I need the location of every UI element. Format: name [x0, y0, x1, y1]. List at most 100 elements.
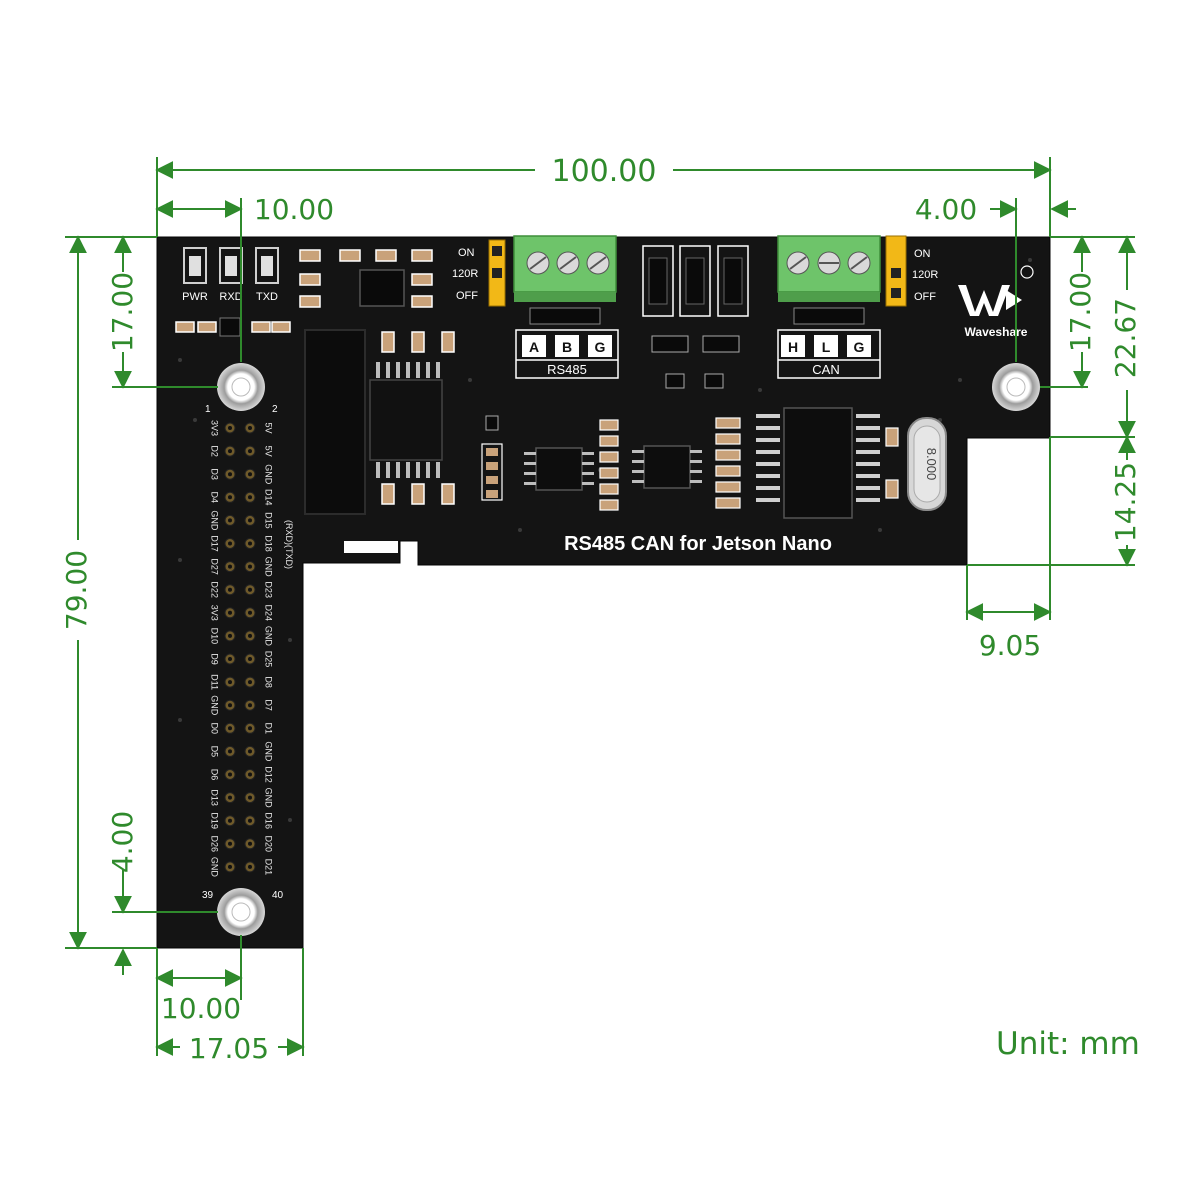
uart-note: (RXD)(TXD) — [284, 520, 294, 569]
header-pin-label-left: GND — [210, 857, 220, 878]
header-pin-hole — [228, 841, 232, 846]
can-term-l: L — [822, 339, 831, 355]
header-pin-hole — [228, 749, 232, 754]
header-pin-label-left: D26 — [210, 836, 220, 853]
header-pin-label-right: GND — [264, 741, 274, 762]
smd-resistors-top — [175, 249, 433, 333]
header-pin-hole — [228, 633, 232, 638]
isolation-module — [304, 329, 366, 515]
mounting-hole-bottom — [217, 888, 265, 936]
header-pin-label-left: D17 — [210, 535, 220, 552]
ic-soic-2 — [632, 445, 702, 489]
pin-marker-40: 40 — [272, 890, 284, 901]
dim-hole-right-x: 4.00 — [915, 193, 977, 226]
led-label-pwr: PWR — [182, 291, 208, 303]
header-pin-label-left: 3V3 — [210, 420, 220, 436]
pin-marker-39: 39 — [202, 890, 214, 901]
rs485-label: RS485 — [547, 362, 587, 377]
dim-cutout-width: 9.05 — [979, 629, 1041, 662]
header-pin-hole — [228, 703, 232, 708]
header-pin-hole — [248, 680, 252, 685]
header-pin-label-left: D9 — [210, 653, 220, 665]
can-term-g: G — [854, 339, 865, 355]
crystal-oscillator: 8.000 — [907, 417, 947, 511]
header-pin-hole — [248, 449, 252, 454]
pcb-slot — [344, 541, 398, 553]
svg-text:120R: 120R — [452, 268, 478, 280]
header-pin-hole — [228, 564, 232, 569]
header-pin-label-right: D25 — [264, 651, 274, 668]
status-leds: PWR RXD TXD — [182, 247, 279, 303]
dim-hole-bottom-x: 10.00 — [161, 992, 241, 1025]
header-pin-hole — [248, 772, 252, 777]
header-pin-hole — [248, 841, 252, 846]
header-pin-label-right: D7 — [264, 699, 274, 711]
header-pin-hole — [248, 495, 252, 500]
protection-diodes — [642, 245, 749, 389]
ic-soic-1 — [524, 447, 594, 491]
waveshare-logo: Waveshare — [958, 265, 1034, 339]
header-pin-hole — [228, 426, 232, 430]
dim-cutout-height: 14.25 — [1109, 462, 1142, 542]
rs485-terminal-block: A B G RS485 — [513, 235, 619, 379]
smd-caps-left — [381, 331, 455, 505]
header-pin-label-left: D19 — [210, 812, 220, 829]
dim-hole-bottom-y: 4.00 — [106, 811, 139, 873]
svg-text:OFF: OFF — [456, 290, 478, 302]
header-pin-hole — [228, 680, 232, 685]
can-switch: ON 120R OFF — [885, 235, 938, 307]
dim-right-top-y: 17.00 — [1064, 272, 1097, 352]
header-pin-hole — [228, 772, 232, 777]
dimension-labels: 100.00 10.00 4.00 17.00 17.00 22.67 79.0… — [60, 154, 1142, 1065]
header-pin-hole — [228, 449, 232, 454]
header-pin-label-right: GND — [264, 557, 274, 578]
header-pin-hole — [248, 587, 252, 592]
can-term-h: H — [788, 339, 798, 355]
header-pin-hole — [228, 518, 232, 523]
header-pin-label-left: D4 — [210, 492, 220, 504]
rs485-term-b: B — [562, 339, 572, 355]
header-pin-hole — [228, 587, 232, 592]
svg-text:ON: ON — [458, 247, 475, 259]
dim-width-total: 100.00 — [552, 154, 657, 189]
header-pin-label-left: GND — [210, 510, 220, 531]
header-pin-label-left: D6 — [210, 769, 220, 781]
header-pin-label-left: 3V3 — [210, 605, 220, 621]
header-pin-hole — [228, 795, 232, 800]
header-pin-label-left: D13 — [210, 789, 220, 806]
board-title: RS485 CAN for Jetson Nano — [564, 533, 832, 555]
header-pin-hole — [248, 864, 252, 869]
smd-cap-c1 — [885, 427, 899, 447]
led-label-txd: TXD — [256, 291, 278, 303]
smd-cap-c2 — [885, 479, 899, 499]
header-pin-hole — [248, 518, 252, 523]
rs485-term-a: A — [529, 339, 539, 355]
header-pin-label-left: D3 — [210, 468, 220, 480]
header-pin-label-right: D12 — [264, 766, 274, 783]
header-pin-hole — [228, 818, 232, 823]
header-pin-hole — [228, 726, 232, 731]
header-pin-hole — [228, 610, 232, 615]
header-pin-hole — [228, 472, 232, 477]
svg-text:120R: 120R — [912, 269, 938, 281]
header-pin-label-right: 5V — [264, 422, 274, 433]
dim-height-total: 79.00 — [60, 550, 93, 630]
ic-small-left — [481, 415, 503, 501]
header-pin-hole — [248, 633, 252, 638]
header-pin-label-right: D1 — [264, 723, 274, 735]
header-pin-label-left: D5 — [210, 746, 220, 758]
header-pin-label-right: GND — [264, 464, 274, 485]
header-pin-hole — [248, 726, 252, 731]
header-pin-label-right: D8 — [264, 676, 274, 688]
ic-transceiver-main — [369, 362, 443, 478]
header-pin-hole — [228, 657, 232, 661]
header-pin-hole — [228, 864, 232, 869]
header-pin-label-right: D14 — [264, 489, 274, 506]
brand-name: Waveshare — [965, 325, 1028, 339]
ic-can-controller — [756, 407, 880, 519]
header-pin-label-left: D10 — [210, 628, 220, 645]
mounting-hole-right-top — [992, 363, 1040, 411]
header-pin-label-right: D20 — [264, 836, 274, 853]
can-label: CAN — [812, 362, 839, 377]
